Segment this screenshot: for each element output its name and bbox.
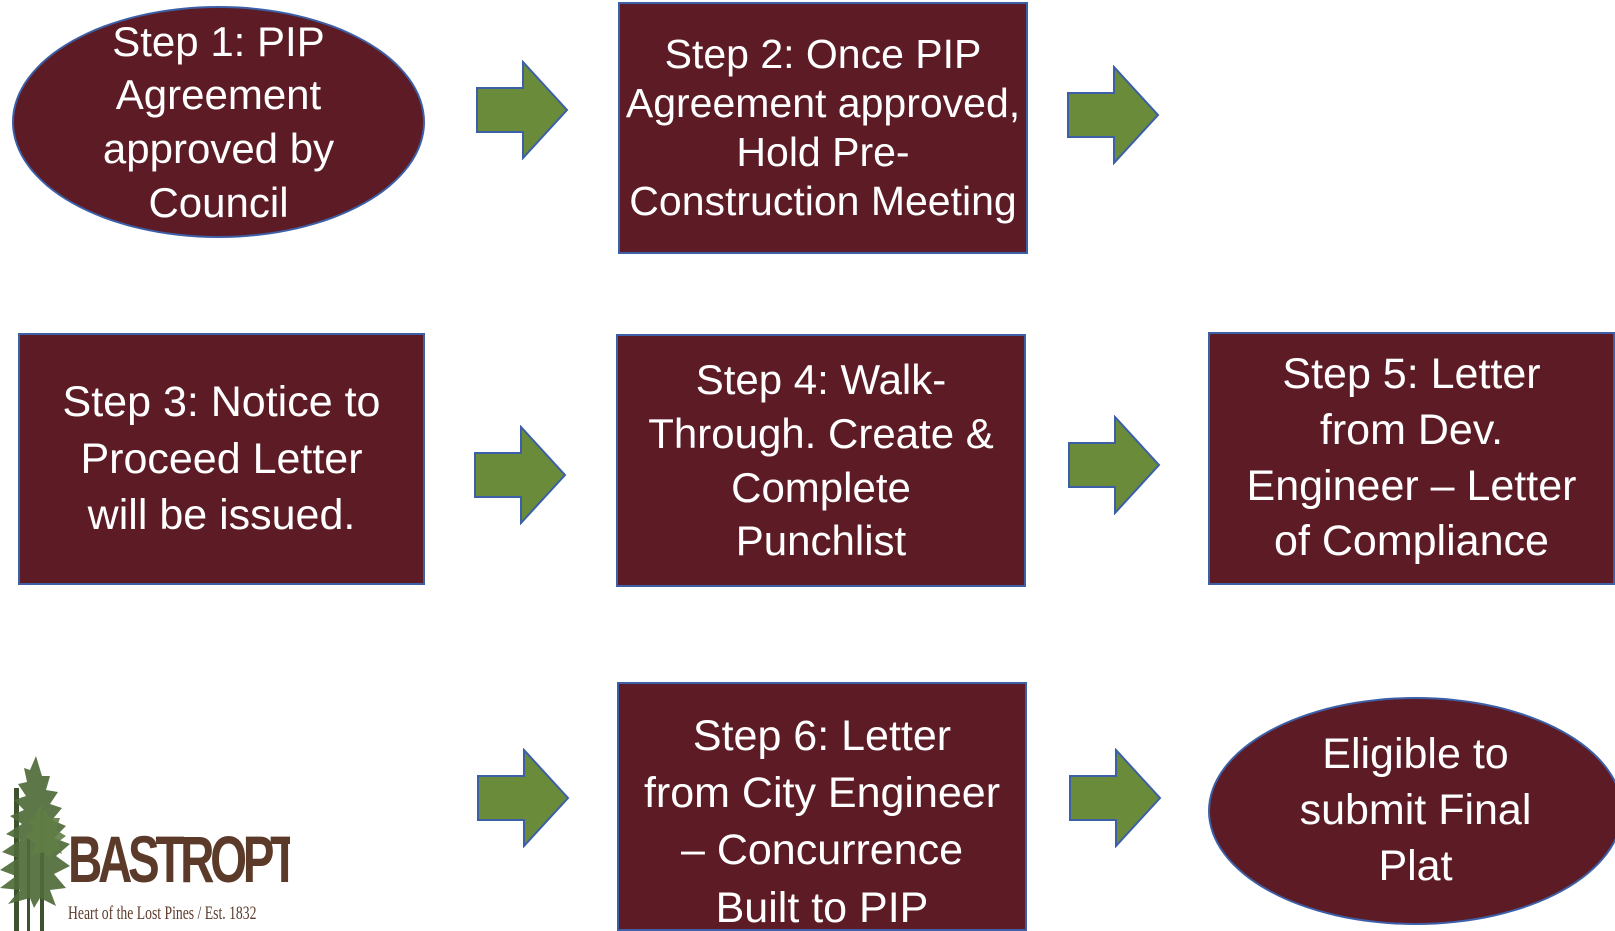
step-4-node: Step 4: Walk- Through. Create & Complete… bbox=[616, 334, 1026, 587]
step-3-node: Step 3: Notice to Proceed Letter will be… bbox=[18, 333, 425, 585]
step-5-node: Step 5: Letter from Dev. Engineer – Lett… bbox=[1208, 332, 1615, 585]
arrow-right-icon bbox=[473, 425, 569, 525]
pine-trees-icon bbox=[0, 756, 70, 931]
arrow-right-icon bbox=[1068, 748, 1164, 848]
arrow-right-icon bbox=[476, 748, 572, 848]
arrow-right-icon bbox=[1067, 415, 1163, 515]
logo-wordmark: BASTROPTX bbox=[68, 822, 290, 896]
step-1-node: Step 1: PIP Agreement approved by Counci… bbox=[12, 6, 425, 238]
logo-tagline: Heart of the Lost Pines / Est. 1832 bbox=[68, 903, 257, 924]
final-plat-node: Eligible to submit Final Plat bbox=[1208, 697, 1615, 925]
step-2-node: Step 2: Once PIP Agreement approved, Hol… bbox=[618, 2, 1028, 254]
bastrop-logo: BASTROPTX Heart of the Lost Pines / Est.… bbox=[0, 748, 290, 931]
step-6-node: Step 6: Letter from City Engineer – Conc… bbox=[617, 682, 1027, 931]
arrow-right-icon bbox=[475, 60, 571, 160]
arrow-right-icon bbox=[1066, 65, 1162, 165]
